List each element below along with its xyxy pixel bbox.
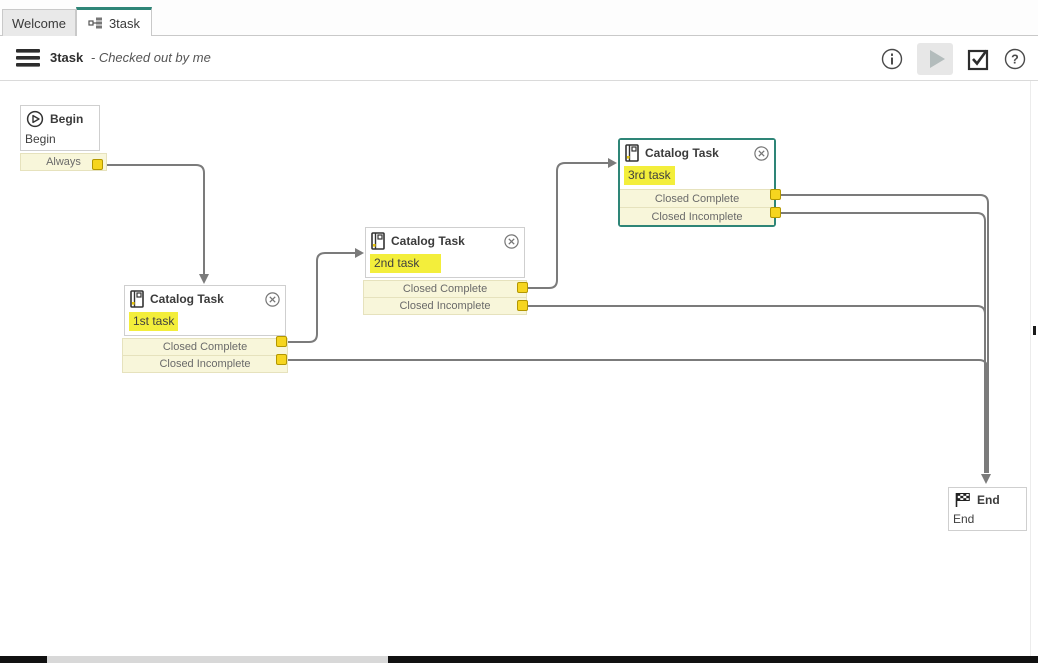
transition-row-always: Always bbox=[20, 153, 107, 171]
port-task3-closed-complete[interactable] bbox=[770, 189, 781, 200]
info-icon[interactable] bbox=[881, 48, 903, 70]
node-task3-title: Catalog Task bbox=[645, 146, 719, 160]
transition-row-closed-complete: Closed Complete bbox=[122, 338, 288, 356]
close-icon[interactable] bbox=[504, 233, 519, 249]
svg-text:?: ? bbox=[1011, 53, 1019, 67]
transition-label: Closed Incomplete bbox=[159, 358, 251, 370]
transition-label: Closed Incomplete bbox=[651, 210, 743, 223]
workflow-title-name: 3task bbox=[50, 50, 84, 65]
port-task1-closed-incomplete[interactable] bbox=[276, 354, 287, 365]
port-begin-always[interactable] bbox=[92, 159, 103, 170]
transition-label: Closed Complete bbox=[402, 283, 488, 295]
node-task1-name: 1st task bbox=[125, 310, 285, 335]
highlight-1st-task: 1st task bbox=[129, 312, 179, 331]
port-task2-closed-incomplete[interactable] bbox=[517, 300, 528, 311]
transition-label: Closed Complete bbox=[654, 192, 740, 205]
node-task2-title: Catalog Task bbox=[391, 234, 465, 248]
validate-checkbox-icon[interactable] bbox=[967, 48, 990, 71]
hamburger-menu-icon[interactable] bbox=[16, 49, 40, 67]
node-end[interactable]: End End bbox=[948, 487, 1027, 531]
node-task1-title: Catalog Task bbox=[150, 292, 224, 306]
play-icon bbox=[929, 50, 945, 68]
transition-row-closed-incomplete: Closed Incomplete bbox=[620, 207, 774, 225]
node-task3-name: 3rd task bbox=[620, 164, 774, 189]
node-begin-title: Begin bbox=[50, 112, 84, 126]
tab-bar: Welcome 3task bbox=[0, 0, 1038, 36]
catalog-task-icon bbox=[130, 290, 144, 308]
begin-play-icon bbox=[26, 110, 44, 128]
arrowhead-into-task1 bbox=[199, 274, 209, 284]
connector-task2-complete-to-task3[interactable] bbox=[528, 162, 608, 289]
workflow-toolbar: 3task - Checked out by me bbox=[0, 36, 1038, 81]
canvas-right-edge-line bbox=[1030, 81, 1031, 656]
node-task2[interactable]: Catalog Task 2nd task Closed Complete bbox=[363, 227, 527, 315]
transition-label: Always bbox=[46, 156, 81, 168]
node-task3[interactable]: Catalog Task 3rd task Closed Complete bbox=[618, 138, 776, 227]
node-begin-name: Begin bbox=[25, 132, 56, 146]
connector-task1-incomplete-to-end[interactable] bbox=[288, 359, 988, 473]
node-begin[interactable]: Begin Begin Always bbox=[20, 105, 107, 171]
transition-label: Closed Complete bbox=[162, 341, 248, 353]
port-task2-closed-complete[interactable] bbox=[517, 282, 528, 293]
node-end-name: End bbox=[953, 512, 975, 526]
workflow-title: 3task - Checked out by me bbox=[50, 50, 211, 65]
transition-label: Closed Incomplete bbox=[399, 300, 491, 312]
workflow-canvas[interactable]: Begin Begin Always bbox=[0, 81, 1038, 656]
transition-row-closed-complete: Closed Complete bbox=[620, 189, 774, 207]
highlight-3rd-task: 3rd task bbox=[624, 166, 675, 185]
catalog-task-icon bbox=[371, 232, 385, 250]
help-icon[interactable]: ? bbox=[1004, 48, 1026, 70]
node-end-title: End bbox=[977, 493, 1000, 507]
toolbar-actions: ? bbox=[881, 42, 1026, 76]
connector-task3-incomplete-to-end[interactable] bbox=[781, 212, 986, 473]
catalog-task-icon bbox=[625, 144, 639, 162]
end-flag-icon bbox=[954, 492, 971, 508]
connector-begin-to-task1[interactable] bbox=[103, 164, 205, 275]
port-task3-closed-incomplete[interactable] bbox=[770, 207, 781, 218]
tab-welcome-label: Welcome bbox=[12, 15, 66, 31]
text-cursor-artifact bbox=[1033, 326, 1036, 335]
transition-row-closed-complete: Closed Complete bbox=[363, 280, 527, 298]
transition-row-closed-incomplete: Closed Incomplete bbox=[122, 355, 288, 373]
run-workflow-button[interactable] bbox=[917, 43, 953, 75]
tab-3task-label: 3task bbox=[108, 15, 141, 31]
node-task2-name: 2nd task bbox=[366, 252, 524, 277]
connector-task3-complete-to-end[interactable] bbox=[781, 194, 989, 473]
workflow-icon bbox=[88, 16, 103, 30]
transition-row-closed-incomplete: Closed Incomplete bbox=[363, 297, 527, 315]
connector-task2-incomplete-to-end[interactable] bbox=[528, 305, 986, 473]
tab-welcome[interactable]: Welcome bbox=[2, 9, 76, 36]
bottom-scrollbar-thumb[interactable] bbox=[47, 656, 388, 663]
arrowhead-into-end bbox=[981, 474, 991, 484]
node-task1[interactable]: Catalog Task 1st task Closed Complete bbox=[122, 285, 288, 373]
port-task1-closed-complete[interactable] bbox=[276, 336, 287, 347]
connector-task1-complete-to-task2[interactable] bbox=[288, 252, 355, 343]
close-icon[interactable] bbox=[265, 291, 280, 307]
close-icon[interactable] bbox=[754, 145, 769, 161]
bottom-scrollbar-track[interactable] bbox=[0, 656, 1038, 663]
arrowhead-into-task3 bbox=[608, 158, 617, 168]
workflow-checkout-status: - Checked out by me bbox=[90, 50, 211, 65]
highlight-2nd-task: 2nd task bbox=[370, 254, 442, 273]
tab-3task[interactable]: 3task bbox=[76, 7, 152, 36]
